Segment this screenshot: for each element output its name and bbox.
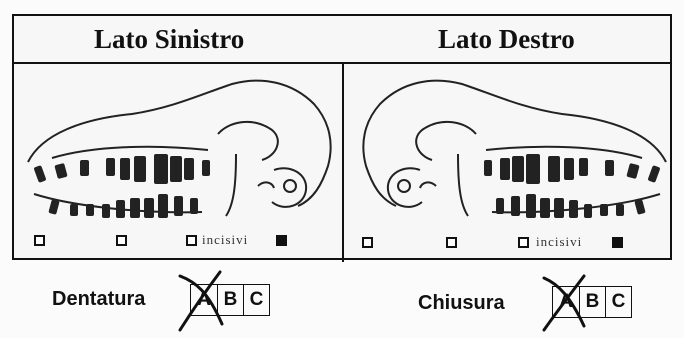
right-checkbox-1[interactable] (362, 237, 373, 248)
left-incisivi-label: incisivi (202, 232, 248, 248)
skull-left-diagram (22, 74, 340, 224)
dentatura-option-c[interactable]: C (243, 285, 269, 315)
right-checkbox-2[interactable] (446, 237, 457, 248)
left-checkbox-incisivi[interactable] (186, 235, 197, 246)
column-divider (342, 62, 344, 262)
right-checkbox-filled[interactable] (612, 237, 623, 248)
skull-right-diagram (354, 74, 672, 224)
left-checkbox-2[interactable] (116, 235, 127, 246)
chiusura-label: Chiusura (418, 292, 505, 315)
right-checkbox-incisivi[interactable] (518, 237, 529, 248)
dental-exam-table: Lato Sinistro Lato Destro (12, 14, 672, 260)
header-row: Lato Sinistro Lato Destro (14, 16, 670, 64)
chiusura-cross-mark (538, 270, 594, 334)
chiusura-option-c[interactable]: C (605, 287, 631, 317)
left-checkbox-filled[interactable] (276, 235, 287, 246)
dentatura-label: Dentatura (52, 288, 145, 311)
right-incisivi-label: incisivi (536, 234, 582, 250)
dentatura-cross-mark (172, 268, 232, 334)
header-right-side: Lato Destro (438, 24, 575, 55)
left-checkbox-1[interactable] (34, 235, 45, 246)
header-left-side: Lato Sinistro (94, 24, 244, 55)
